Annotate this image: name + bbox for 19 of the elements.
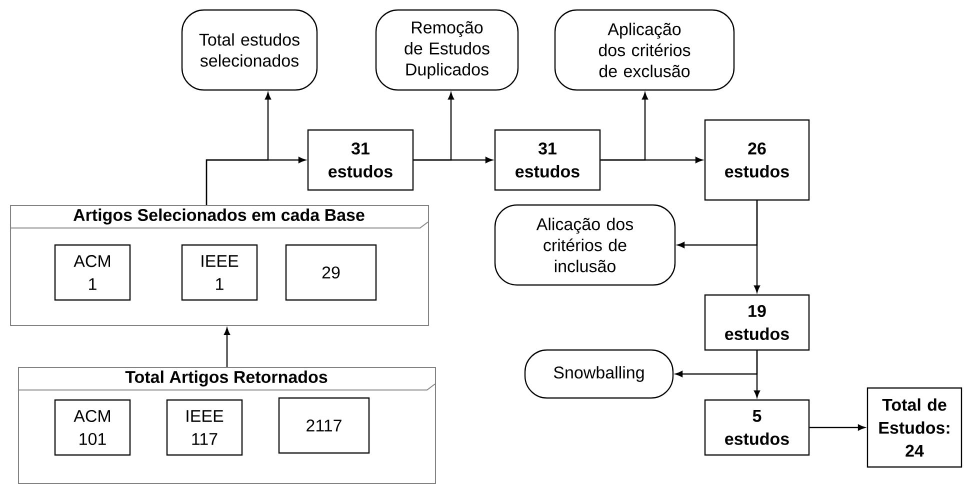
- process-box: 26 estudos: [704, 119, 810, 201]
- process-box: Total de Estudos: 24: [866, 387, 962, 468]
- arrow: [600, 92, 648, 161]
- arrow: [675, 350, 758, 378]
- count-box: 2117: [278, 397, 370, 454]
- arrow: [206, 92, 272, 205]
- count-box: 29: [285, 244, 377, 301]
- count-box: ACM 1: [54, 244, 131, 301]
- count-box: IEEE 117: [166, 399, 243, 456]
- count-box: IEEE 1: [181, 244, 258, 301]
- process-box: 5 estudos: [704, 399, 810, 456]
- process-box: 31 estudos: [307, 129, 414, 191]
- arrow: [810, 424, 866, 431]
- arrow: [414, 92, 454, 161]
- count-box: ACM 101: [54, 399, 131, 456]
- arrow: [677, 200, 758, 248]
- process-box: 19 estudos: [704, 294, 810, 351]
- arrow: [224, 328, 230, 367]
- process-box: 31 estudos: [494, 129, 601, 191]
